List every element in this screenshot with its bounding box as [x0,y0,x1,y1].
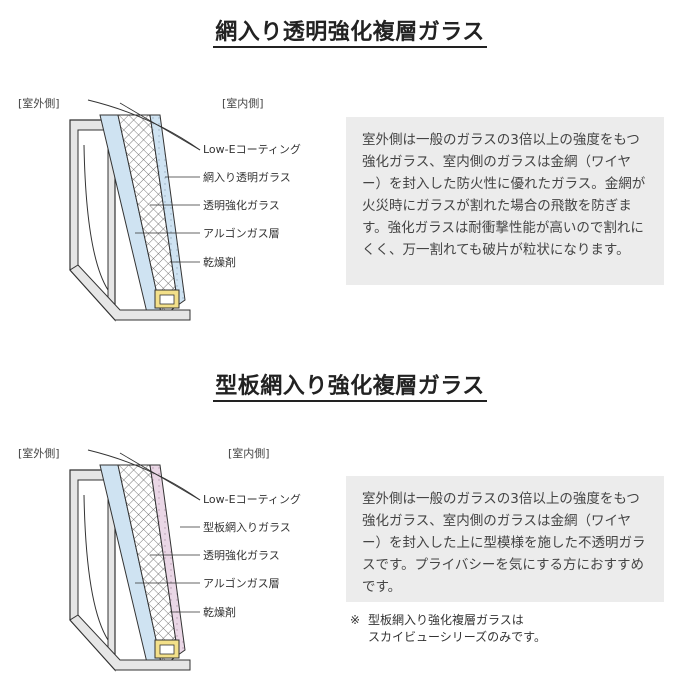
layer-label-wired-glass: 網入り透明ガラス [203,171,291,184]
layer-label-lowe: Low-Eコーティング [203,143,301,156]
indoor-side-label: [室内側] [222,97,264,110]
availability-note: ※ 型板網入り強化複層ガラスは スカイビューシリーズのみです。 [350,612,546,646]
layer-label-tempered-glass-2: 透明強化ガラス [203,549,280,562]
section1-title: 網入り透明強化複層ガラス [0,14,700,48]
layer-label-patterned-wired-glass: 型板網入りガラス [203,521,291,534]
description-panel-1: 室外側は一般のガラスの3倍以上の強度をもつ強化ガラス、室内側のガラスは金網（ワイ… [346,117,664,285]
description-panel-2: 室外側は一般のガラスの3倍以上の強度をもつ強化ガラス、室内側のガラスは金網（ワイ… [346,476,664,602]
layer-label-desiccant: 乾燥剤 [203,256,236,269]
layer-label-desiccant-2: 乾燥剤 [203,606,236,619]
outdoor-side-label: [室外側] [18,97,60,110]
layer-label-argon-2: アルゴンガス層 [203,577,280,590]
layer-label-tempered-glass: 透明強化ガラス [203,199,280,212]
layer-label-lowe-2: Low-Eコーティング [203,493,301,506]
diagram-2-svg [69,449,201,672]
note-mark: ※ [350,613,361,627]
diagram-1-svg [69,99,201,322]
glass-diagram-wired-clear: [室外側] [室内側] Low-Eコーティング 網入り透明ガラス 透明強化ガラス… [0,85,340,335]
note-text: 型板網入り強化複層ガラスは スカイビューシリーズのみです。 [368,613,546,644]
indoor-side-label-2: [室内側] [228,447,270,460]
glass-diagram-patterned-wired: [室外側] [室内側] Low-Eコーティング 型板網入りガラス 透明強化ガラス… [0,435,340,685]
outdoor-side-label-2: [室外側] [18,447,60,460]
section2-title: 型板網入り強化複層ガラス [0,368,700,402]
layer-label-argon: アルゴンガス層 [203,227,280,240]
